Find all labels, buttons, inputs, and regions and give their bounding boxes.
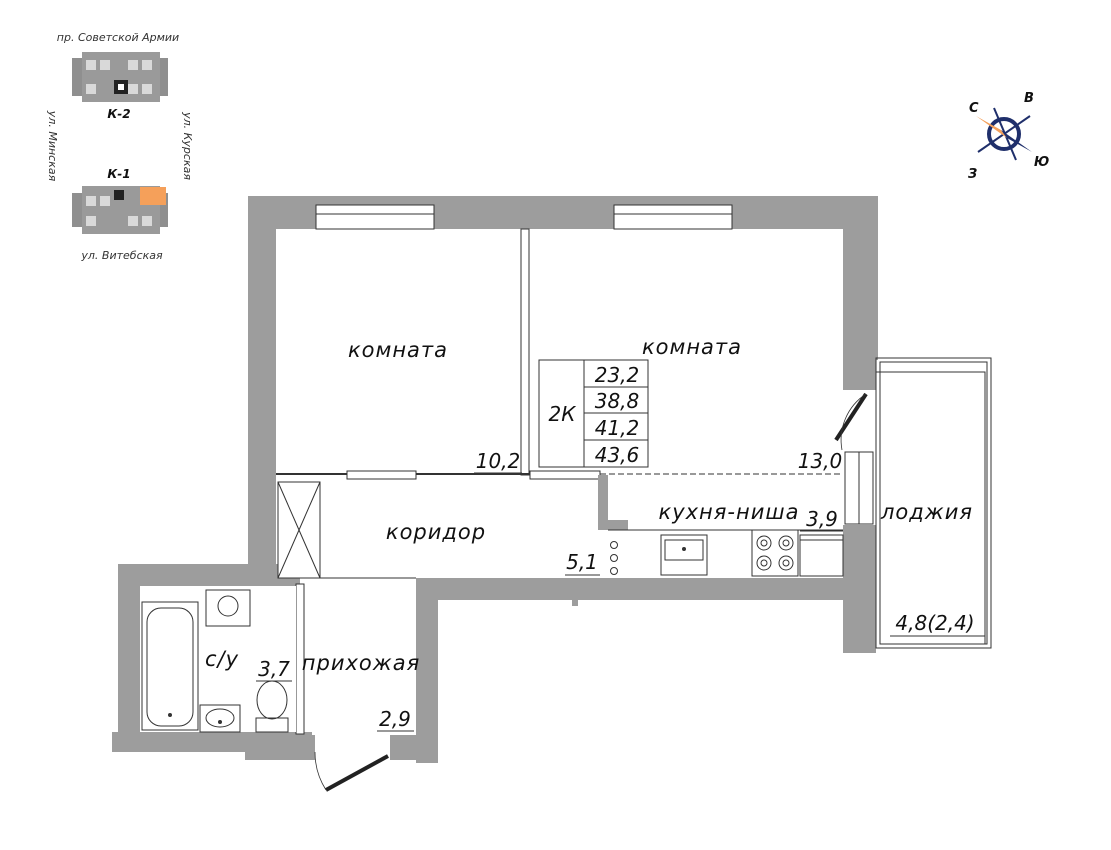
area-underlines <box>256 472 985 732</box>
compass: С В Ю З <box>968 91 1049 182</box>
summary-value: 41,2 <box>595 416 640 440</box>
loggia-outline <box>834 357 992 649</box>
compass-north-label: С <box>969 101 979 116</box>
bathroom-fixtures <box>140 586 296 733</box>
loggia-name: лоджия <box>880 500 973 524</box>
highlighted-apartment <box>140 187 166 205</box>
building-k2 <box>72 52 168 102</box>
corridor-name: коридор <box>386 520 486 544</box>
hallway-name: прихожая <box>302 651 420 675</box>
room2-name: комната <box>642 335 742 359</box>
fridge-icon <box>799 534 844 577</box>
walls <box>112 196 878 763</box>
building-top-label: К-2 <box>107 107 130 121</box>
street-bottom-label: ул. Витебская <box>80 249 163 262</box>
bathtub-icon <box>141 601 199 731</box>
summary-value: 23,2 <box>595 363 640 387</box>
bathroom-area: 3,7 <box>258 657 290 681</box>
room2-area: 13,0 <box>798 449 843 473</box>
compass-ring-icon <box>987 117 1021 151</box>
street-right-label: ул. Курская <box>181 111 194 180</box>
kitchen-name: кухня-ниша <box>659 500 800 524</box>
building-k1 <box>72 186 168 234</box>
sink-icon <box>660 534 708 576</box>
summary-value: 43,6 <box>595 443 640 467</box>
street-top-label: пр. Советской Армии <box>57 31 179 44</box>
apartment-type: 2К <box>549 402 577 426</box>
loggia-area: 4,8(2,4) <box>895 611 974 635</box>
street-left-label: ул. Минская <box>46 110 59 182</box>
compass-south-label: Ю <box>1034 155 1049 170</box>
kitchen-area: 3,9 <box>806 507 838 531</box>
washing-machine-icon <box>205 589 251 627</box>
toilet-icon <box>255 717 289 733</box>
bathroom-name: с/у <box>205 647 239 671</box>
kitchen-fixtures <box>572 529 844 606</box>
building-bottom-label: К-1 <box>107 167 130 181</box>
room-labels: комната 10,2 комната 13,0 коридор 5,1 ку… <box>205 335 975 731</box>
room1-name: комната <box>348 338 448 362</box>
summary-table: 2К 23,2 38,8 41,2 43,6 <box>538 359 649 468</box>
hallway-area: 2,9 <box>379 707 411 731</box>
summary-value: 38,8 <box>595 389 640 413</box>
entrance-door <box>314 751 389 792</box>
room1-area: 10,2 <box>476 449 521 473</box>
balcony-door <box>834 392 868 442</box>
corridor-area: 5,1 <box>566 550 598 574</box>
stove-icon <box>751 529 799 577</box>
washbasin-icon <box>199 704 241 733</box>
compass-west-label: З <box>968 167 977 182</box>
compass-east-label: В <box>1024 91 1034 106</box>
north-arrow-icon <box>976 116 1007 138</box>
location-map: пр. Советской Армии К-2 ул. Минская ул. … <box>46 31 194 262</box>
